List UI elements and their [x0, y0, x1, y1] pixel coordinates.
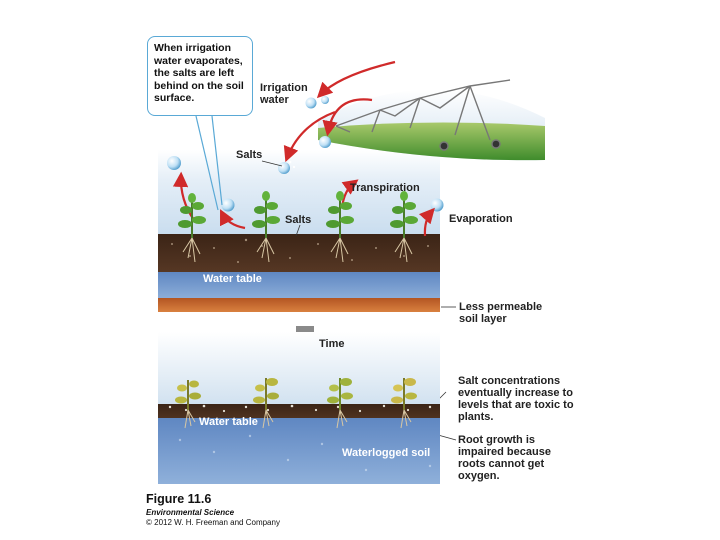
evaporation-callout: When irrigation water evaporates, the sa…	[147, 36, 253, 116]
water-speckles	[178, 434, 432, 472]
callout-pointer	[195, 115, 223, 211]
top-clay-layer	[158, 298, 440, 312]
figure-source: Environmental Science	[146, 508, 235, 517]
transpiration-label: Transpiration	[350, 182, 420, 194]
figure-title: Figure 11.6	[146, 492, 212, 506]
water-table-label-bottom: Water table	[199, 416, 258, 428]
salt-crust	[168, 404, 432, 413]
less-permeable-label: Less permeable soil layer	[459, 301, 543, 325]
wilting-plants	[175, 378, 417, 429]
center-pivot-sprinkler	[335, 79, 511, 151]
red-arrows-top	[172, 60, 435, 237]
root-growth-label: Root growth is impaired because roots ca…	[458, 434, 551, 482]
time-label: Time	[319, 338, 345, 350]
top-water-table	[158, 272, 440, 300]
evaporation-label: Evaporation	[449, 213, 513, 225]
bottom-sky	[158, 332, 440, 408]
irrigation-water-label: Irrigation water	[260, 82, 308, 106]
top-soil	[158, 234, 440, 278]
salt-toxic-label: Salt concentrations eventually increase …	[458, 375, 574, 423]
healthy-plants	[178, 191, 418, 263]
salts-label-top: Salts	[236, 149, 263, 161]
waterlogged-soil-label: Waterlogged soil	[342, 447, 431, 459]
spray-lines	[344, 29, 446, 93]
bottom-waterlogged-soil	[158, 418, 440, 484]
salts-label-soil: Salts	[285, 214, 312, 226]
figure-copyright: © 2012 W. H. Freeman and Company	[146, 518, 280, 527]
irrigation-field	[318, 89, 545, 161]
water-table-label-top: Water table	[203, 273, 262, 285]
